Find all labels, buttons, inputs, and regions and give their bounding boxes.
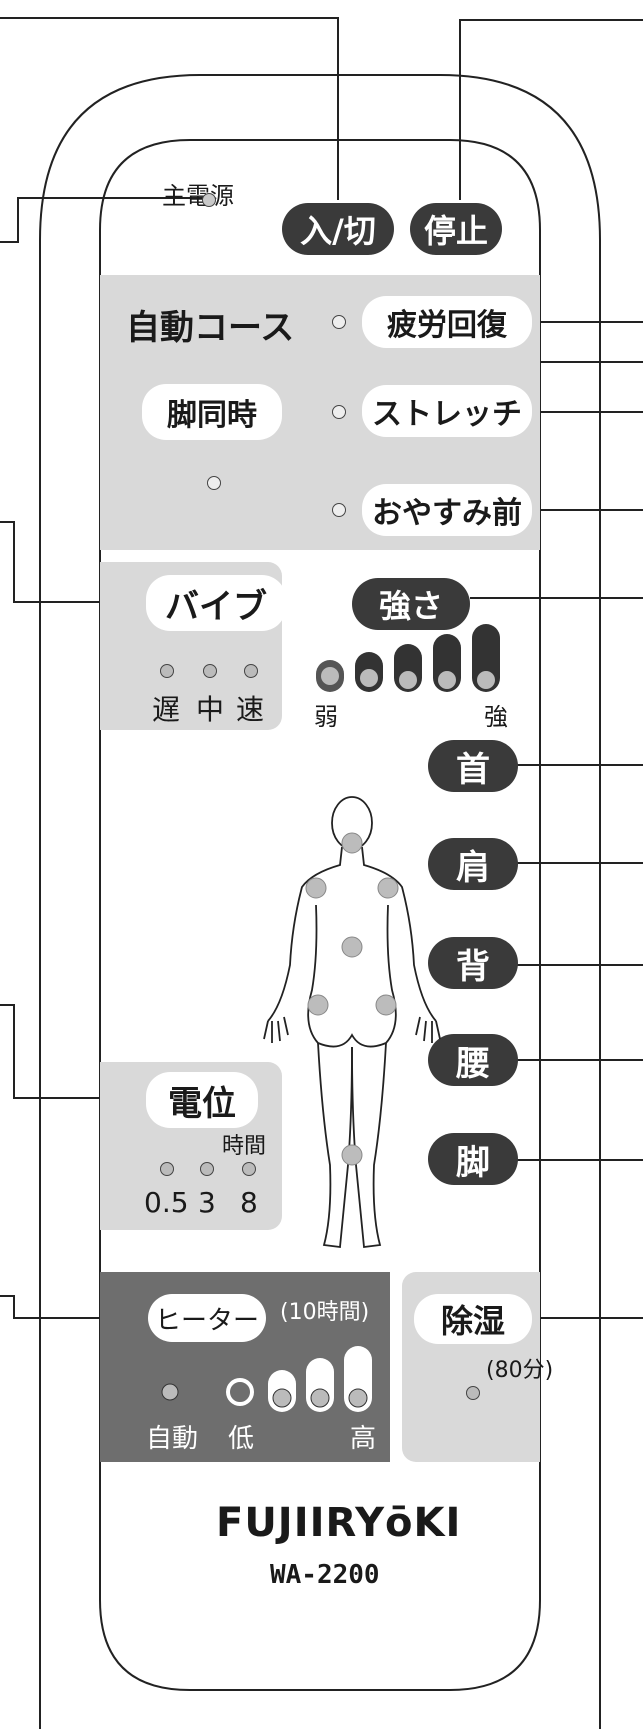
strength-max-label: 強	[484, 703, 508, 731]
heater-high-label: 高	[350, 1424, 377, 1454]
leg-button[interactable]: 脚	[428, 1133, 518, 1185]
waist-button[interactable]: 腰	[428, 1034, 518, 1086]
shoulder-button[interactable]: 肩	[428, 838, 518, 890]
course-led-2	[332, 405, 346, 419]
vibe-slow-led	[160, 664, 174, 678]
heater-auto-label: 自動	[146, 1424, 199, 1454]
main-power-label: 主電源	[162, 182, 234, 210]
course-fatigue-recovery-button[interactable]: 疲労回復	[362, 296, 532, 348]
potential-time-3: 3	[198, 1186, 216, 1219]
course-bedtime-button[interactable]: おやすみ前	[362, 484, 532, 536]
dehumidify-button[interactable]: 除湿	[414, 1294, 532, 1344]
potential-time-led-3	[242, 1162, 256, 1176]
heater-level-indicator	[161, 1346, 372, 1412]
vibe-mid-led	[203, 664, 217, 678]
heater-low-label: 低	[228, 1424, 255, 1454]
strength-level-indicator	[316, 624, 500, 692]
course-led-1	[332, 315, 346, 329]
vibe-fast-label: 速	[236, 693, 265, 726]
auto-course-title: 自動コース	[126, 308, 295, 348]
model-number: WA-2200	[270, 1560, 380, 1590]
vibe-slow-label: 遅	[152, 693, 181, 726]
body-figure-illustration	[263, 796, 441, 1249]
stop-button[interactable]: 停止	[410, 203, 502, 255]
brand-logo: FUJIIRYōKI	[216, 1500, 462, 1546]
strength-button[interactable]: 強さ	[352, 578, 470, 630]
strength-min-label: 弱	[314, 703, 338, 731]
main-power-indicator	[202, 193, 216, 207]
dehumidify-duration-label: (80分)	[486, 1358, 554, 1383]
neck-button[interactable]: 首	[428, 740, 518, 792]
back-button[interactable]: 背	[428, 937, 518, 989]
potential-time-led-2	[200, 1162, 214, 1176]
potential-time-8: 8	[240, 1186, 258, 1219]
vibe-button[interactable]: バイブ	[146, 575, 286, 631]
power-button[interactable]: 入/切	[282, 203, 394, 255]
simultaneous-legs-button[interactable]: 脚同時	[142, 384, 282, 440]
potential-time-led-1	[160, 1162, 174, 1176]
simultaneous-legs-indicator	[207, 476, 221, 490]
heater-button[interactable]: ヒーター	[148, 1294, 266, 1342]
potential-time-0-5: 0.5	[144, 1186, 189, 1219]
potential-button[interactable]: 電位	[146, 1072, 258, 1128]
vibe-mid-label: 中	[196, 693, 225, 726]
potential-time-label: 時間	[222, 1134, 267, 1159]
course-stretch-button[interactable]: ストレッチ	[362, 385, 532, 437]
heater-duration-label: (10時間)	[280, 1300, 370, 1325]
vibe-fast-led	[244, 664, 258, 678]
course-led-3	[332, 503, 346, 517]
dehumidify-led	[466, 1386, 480, 1400]
